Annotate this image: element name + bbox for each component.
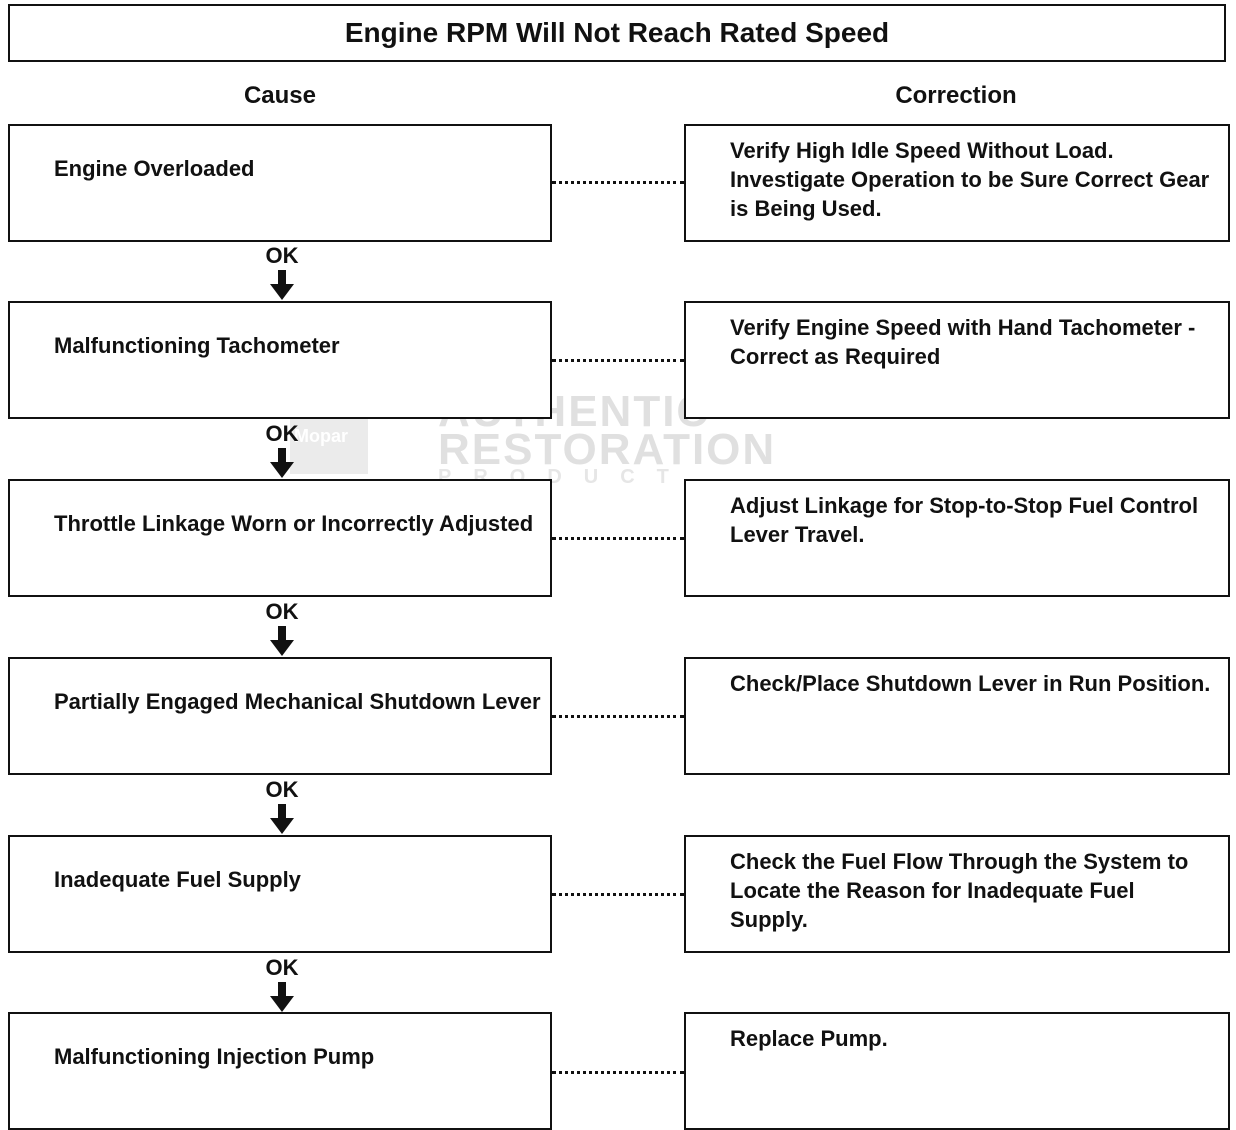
down-arrow-icon bbox=[270, 270, 294, 300]
down-arrow-icon bbox=[270, 448, 294, 478]
down-arrow-icon bbox=[270, 982, 294, 1012]
ok-label: OK bbox=[265, 599, 299, 624]
correction-column-header: Correction bbox=[895, 82, 1017, 109]
ok-label: OK bbox=[265, 243, 299, 268]
down-arrow-icon bbox=[270, 626, 294, 656]
correction-box: Check/Place Shutdown Lever in Run Positi… bbox=[684, 657, 1230, 775]
cause-box: Inadequate Fuel Supply bbox=[8, 835, 552, 953]
ok-label: OK bbox=[265, 955, 299, 980]
ok-label: OK bbox=[265, 777, 299, 802]
correction-box: Check the Fuel Flow Through the System t… bbox=[684, 835, 1230, 953]
dotted-connector bbox=[552, 359, 684, 362]
cause-box: Malfunctioning Tachometer bbox=[8, 301, 552, 419]
diagram-title: Engine RPM Will Not Reach Rated Speed bbox=[8, 4, 1226, 62]
correction-box: Verify Engine Speed with Hand Tachometer… bbox=[684, 301, 1230, 419]
down-arrow-icon bbox=[270, 804, 294, 834]
cause-column-header: Cause bbox=[243, 82, 317, 109]
dotted-connector bbox=[552, 181, 684, 184]
dotted-connector bbox=[552, 715, 684, 718]
cause-box: Partially Engaged Mechanical Shutdown Le… bbox=[8, 657, 552, 775]
correction-box: Replace Pump. bbox=[684, 1012, 1230, 1130]
cause-box: Engine Overloaded bbox=[8, 124, 552, 242]
watermark-line-2: RESTORATION bbox=[438, 425, 777, 474]
cause-box: Malfunctioning Injection Pump bbox=[8, 1012, 552, 1130]
ok-label: OK bbox=[265, 421, 299, 446]
cause-box: Throttle Linkage Worn or Incorrectly Adj… bbox=[8, 479, 552, 597]
dotted-connector bbox=[552, 1071, 684, 1074]
dotted-connector bbox=[552, 893, 684, 896]
dotted-connector bbox=[552, 537, 684, 540]
correction-box: Adjust Linkage for Stop-to-Stop Fuel Con… bbox=[684, 479, 1230, 597]
correction-box: Verify High Idle Speed Without Load. Inv… bbox=[684, 124, 1230, 242]
